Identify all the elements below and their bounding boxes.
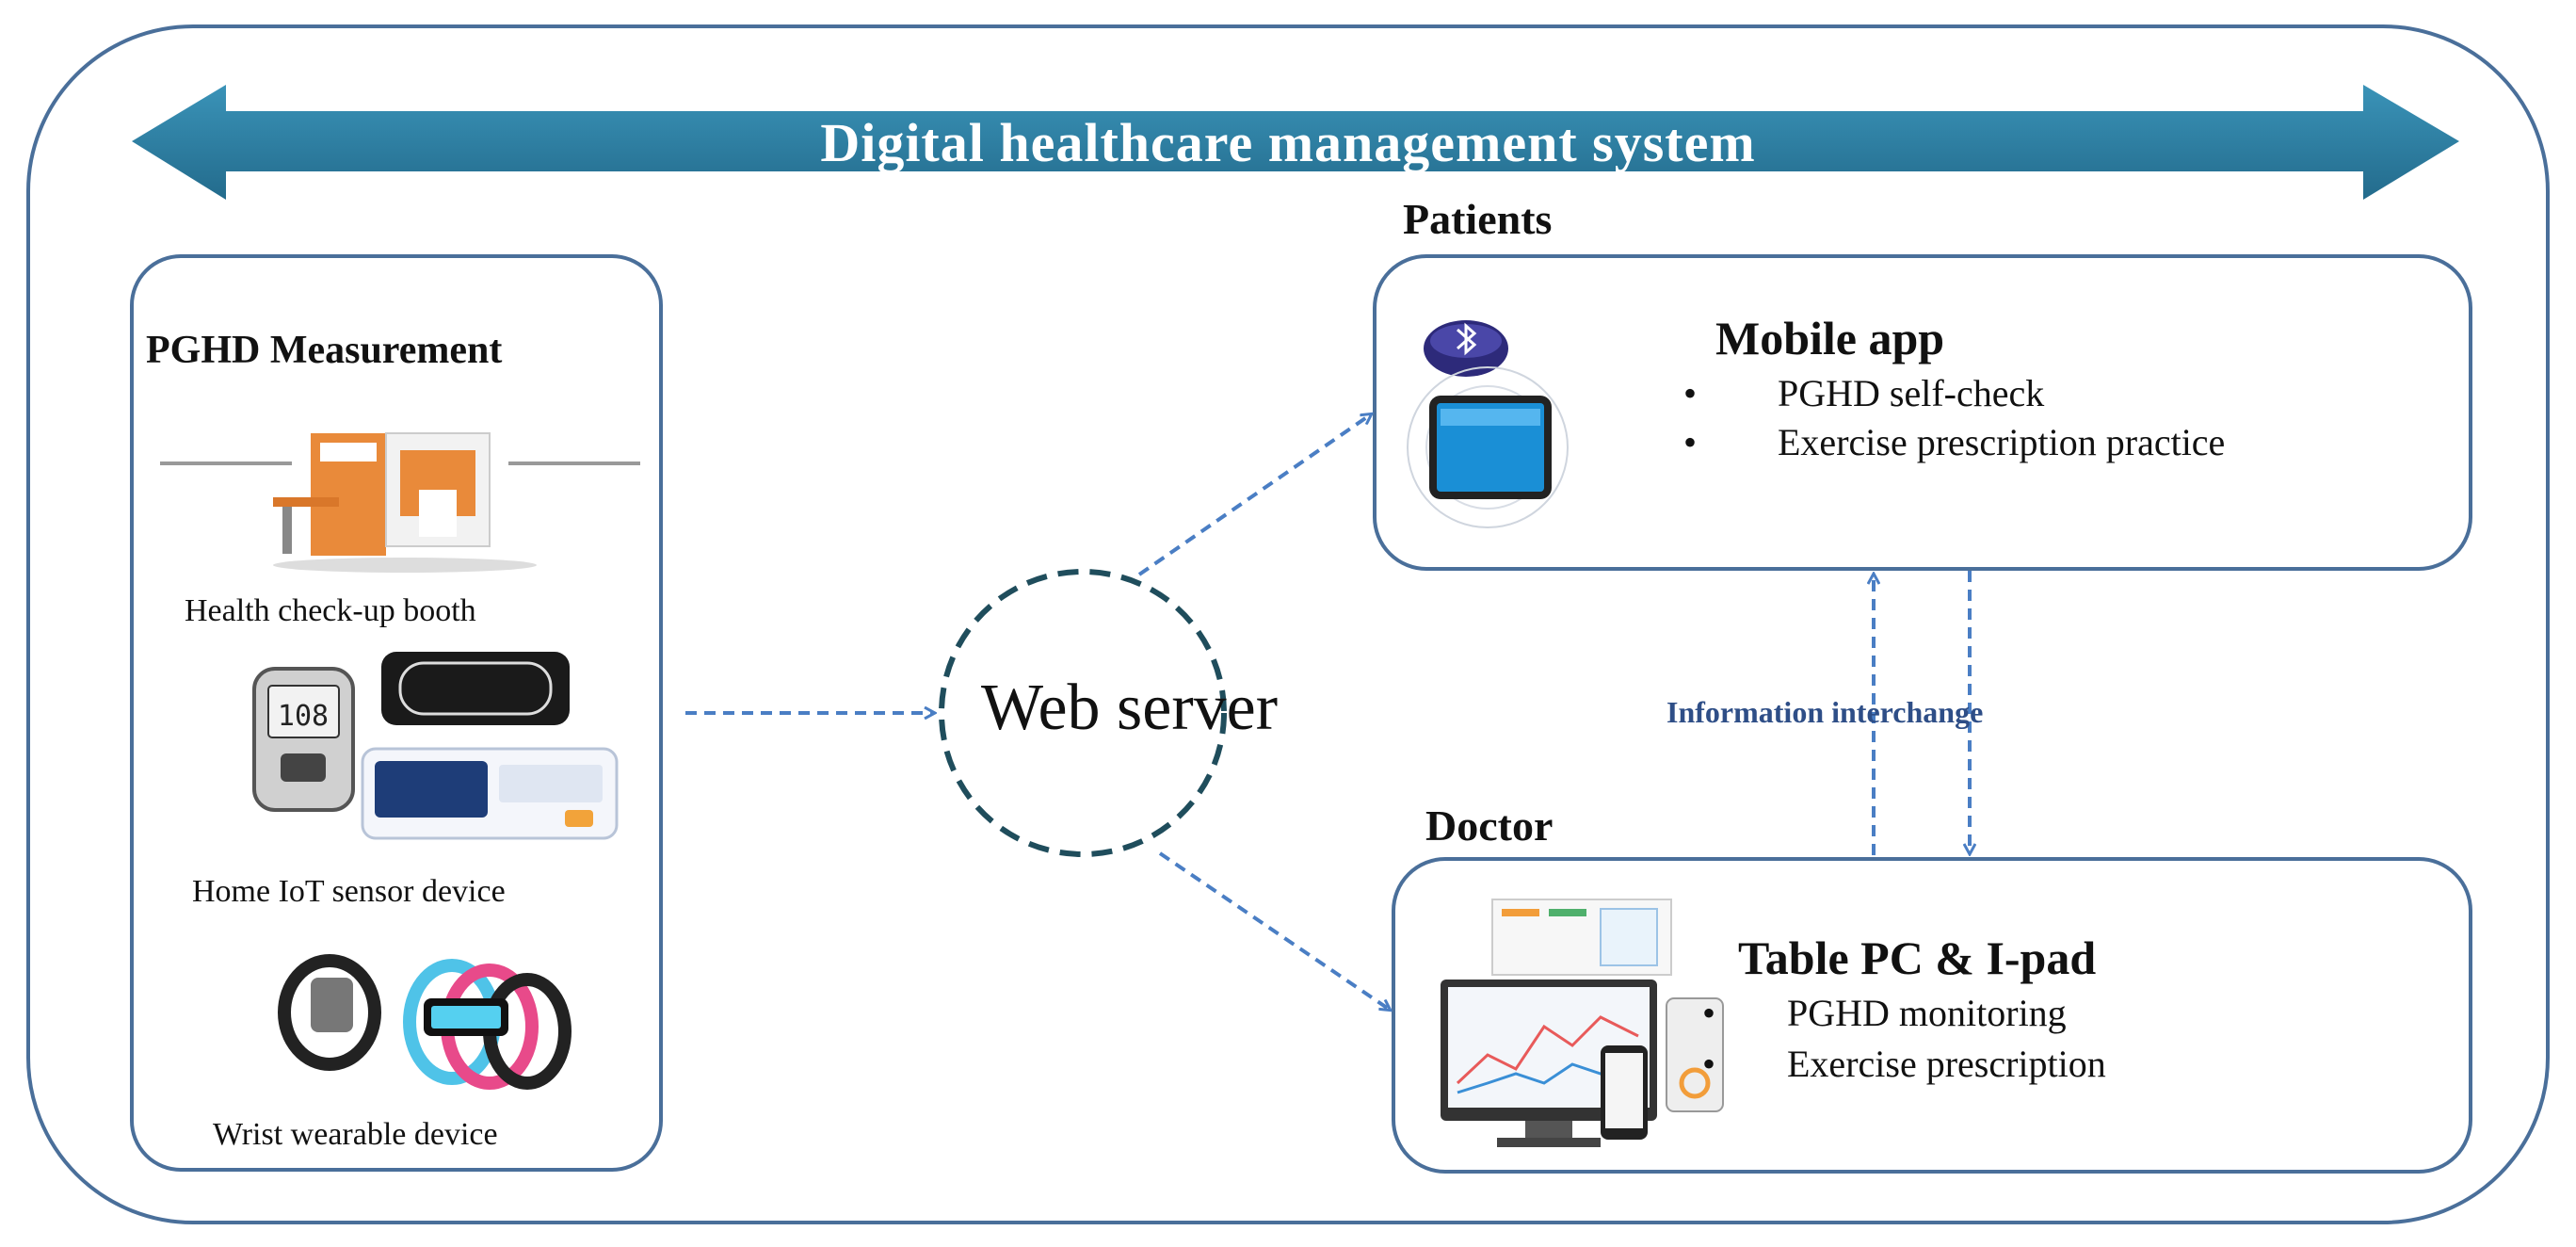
mobile-bullet-text: PGHD self-check [1778,372,2045,414]
bullet-dot: • [1683,372,1698,414]
bullet-dot: • [1683,421,1698,463]
wearable-caption: Wrist wearable device [213,1117,498,1152]
svg-text:108: 108 [278,700,329,733]
doctor-bullet-2: • Exercise prescription [1702,1042,2106,1086]
mobile-bullet-2: • Exercise prescription practice [1683,420,2225,464]
mobile-bullet-1: • PGHD self-check [1683,371,2044,415]
mobile-app-box [1373,254,2472,571]
home-iot-devices-image: 108 [252,652,619,840]
doctor-bullet-text: Exercise prescription [1787,1043,2106,1085]
bullet-dot: • [1702,1043,1716,1085]
dashboard-screens-image [1441,899,1724,1147]
pghd-heading: PGHD Measurement [146,329,503,372]
doctor-heading: Doctor [1425,802,1554,850]
mobile-app-title: Mobile app [1715,312,1945,364]
banner-double-arrow [132,85,2459,200]
bullet-dot: • [1702,992,1716,1034]
arrow-server-to-doctor [1158,851,1390,1010]
smartphone-icon [1407,366,1569,528]
doctor-bullet-text: PGHD monitoring [1787,992,2067,1034]
iot-caption: Home IoT sensor device [192,874,506,909]
booth-caption: Health check-up booth [185,593,476,628]
patients-heading: Patients [1403,195,1553,243]
bluetooth-icon [1424,320,1508,377]
health-booth-image [160,432,640,573]
interchange-label: Information interchange [1666,695,1984,729]
doctor-box-title: Table PC & I-pad [1738,931,2097,984]
web-server-label: Web server [981,672,1279,744]
mobile-bullet-text: Exercise prescription practice [1778,421,2226,463]
arrow-server-to-mobile [1137,414,1371,576]
wrist-wearable-image [278,954,572,1090]
banner-title: Digital healthcare management system [820,112,1756,173]
web-server-circle [939,569,1227,857]
outer-frame [26,24,2550,1224]
doctor-bullet-1: • PGHD monitoring [1702,991,2067,1035]
